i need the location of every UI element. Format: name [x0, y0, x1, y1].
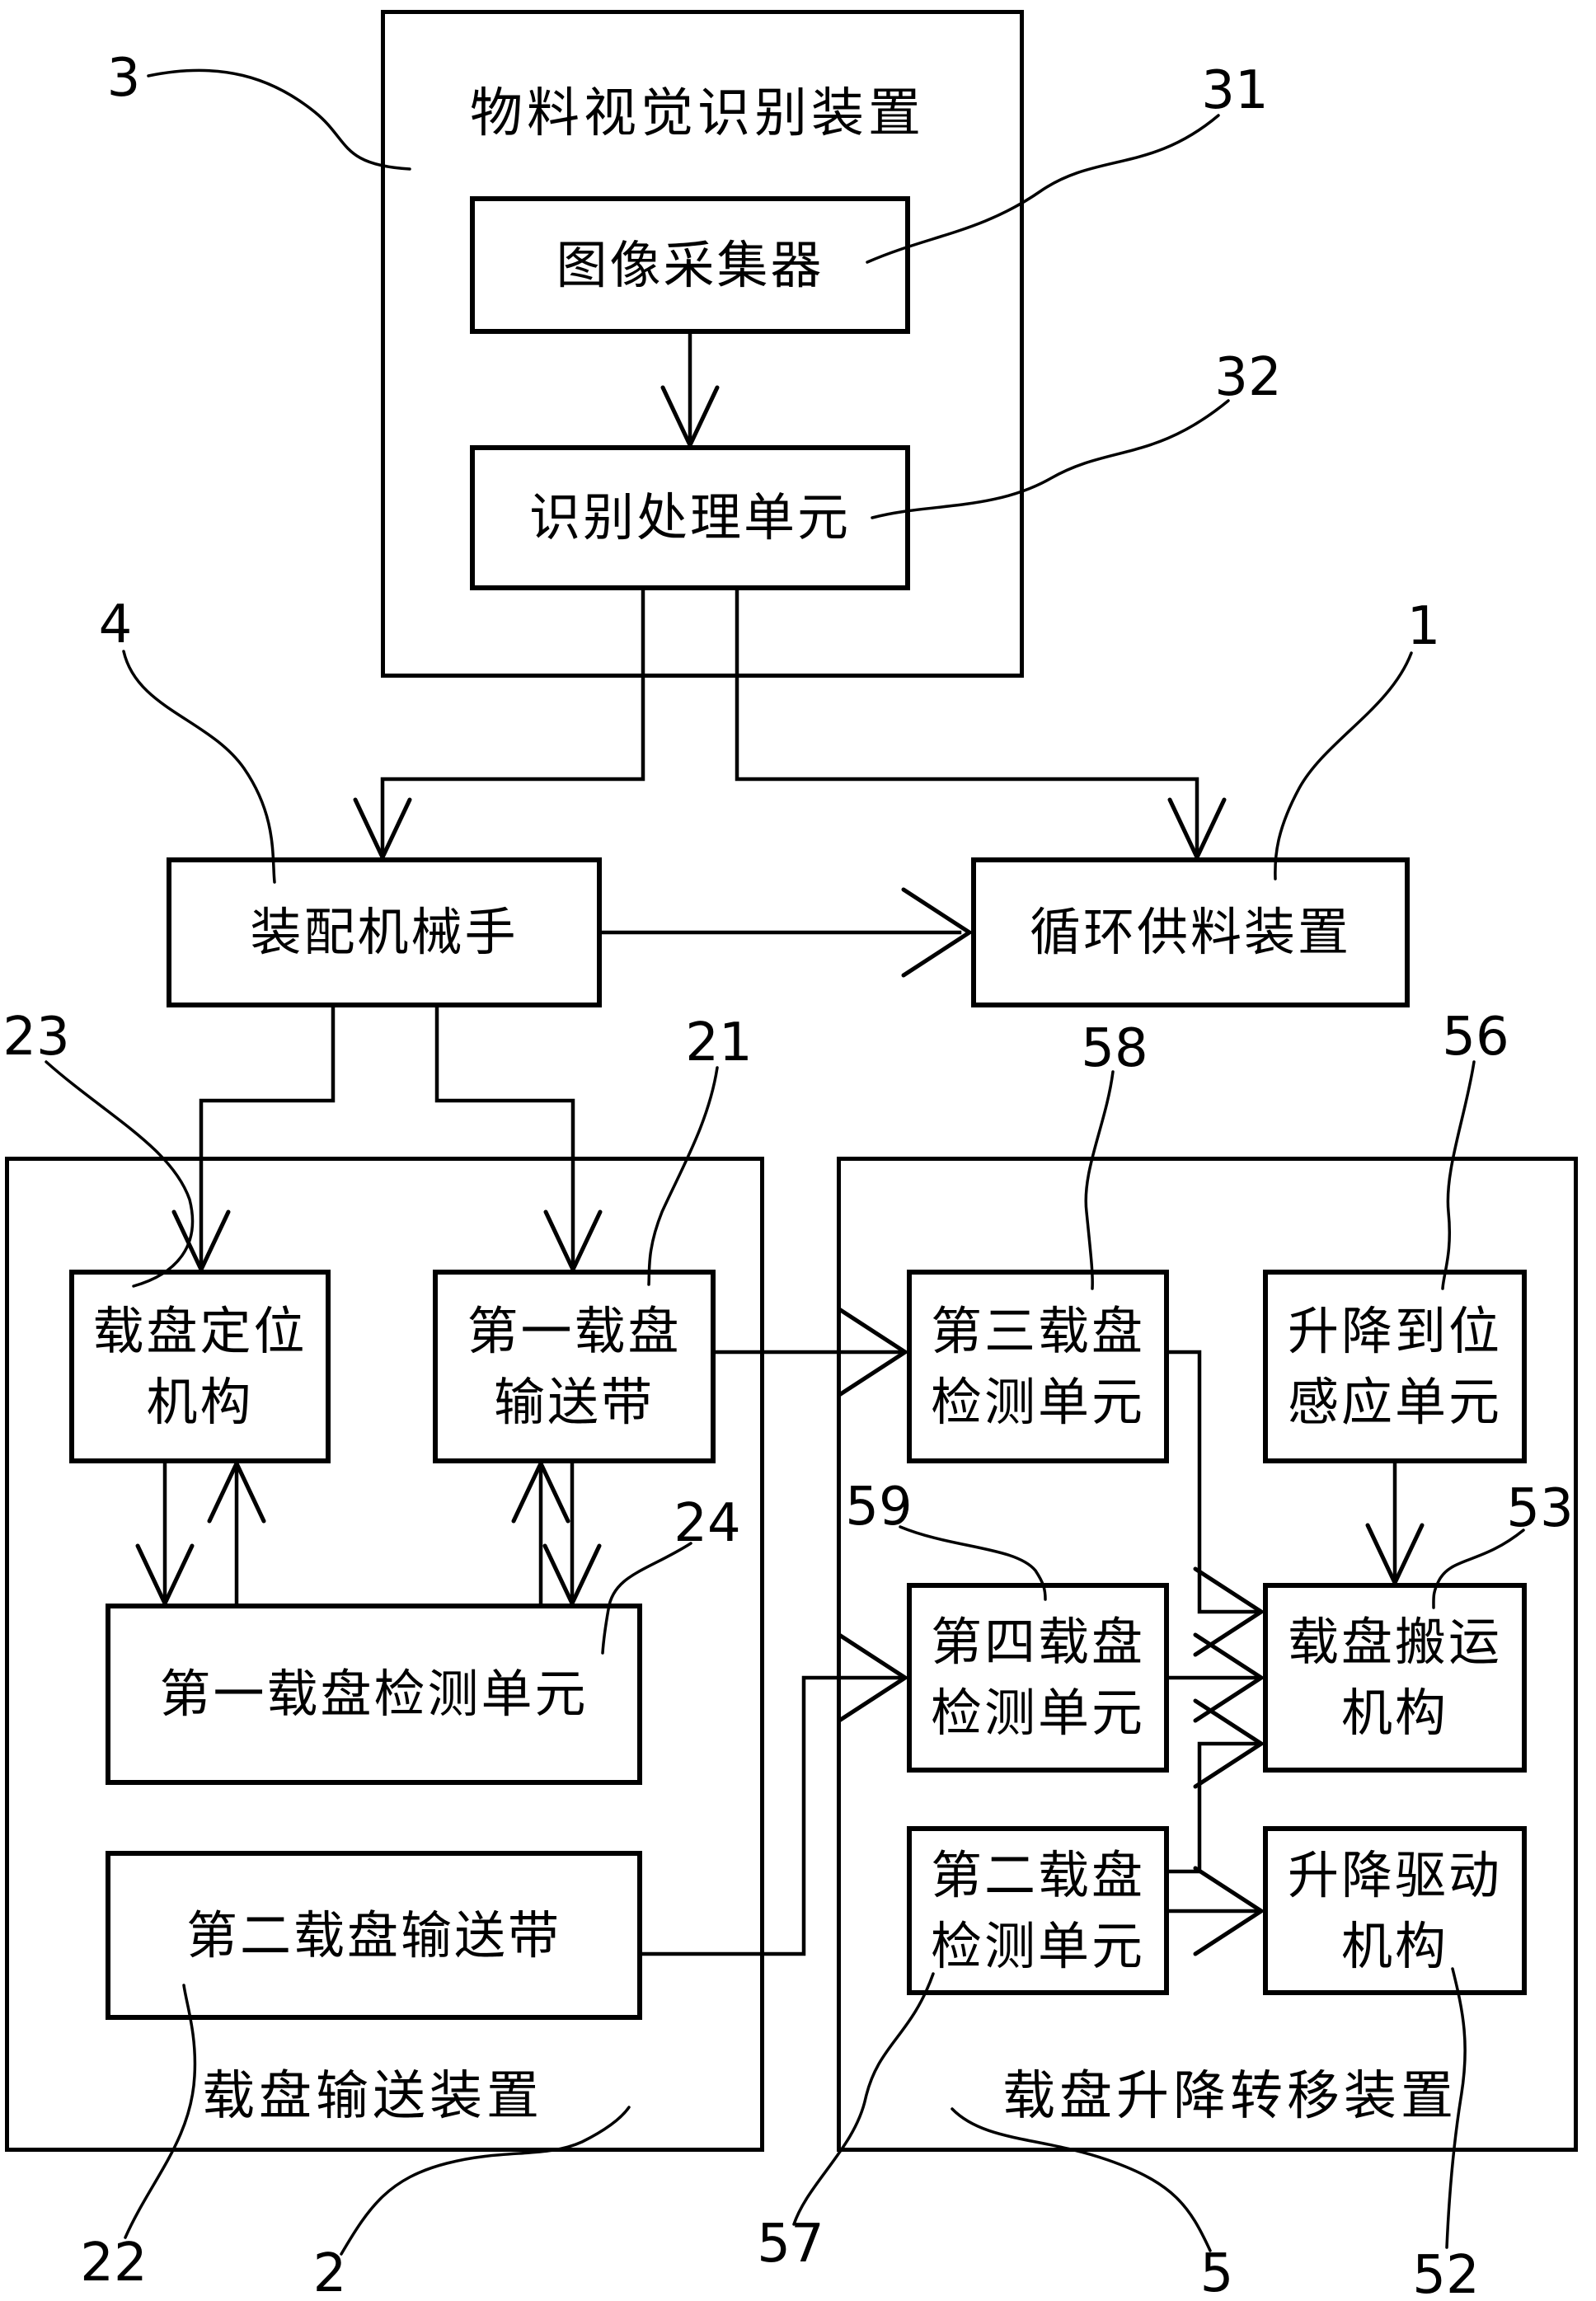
box-image-collector: 图像采集器 [470, 196, 910, 334]
leader-ref-58 [1084, 1070, 1115, 1290]
box-assembly-robot: 装配机械手 [167, 857, 602, 1007]
leader-ref-2 [340, 2106, 631, 2256]
arrowhead-up-traypositioning-bottom [207, 1458, 266, 1524]
box-tray-carrier: 载盘搬运 机构 [1263, 1583, 1527, 1773]
leader-ref-5 [951, 2107, 1212, 2252]
ref-label-21: 21 [685, 1012, 753, 1073]
connector-robot-to-traypositioning [199, 1005, 336, 1267]
arrowhead-right-carrier-a [1193, 1566, 1265, 1657]
box-tray-conveyor-group [5, 1157, 764, 2152]
leader-ref-31 [866, 114, 1220, 264]
connector-recognition-to-feeder [735, 588, 1199, 855]
connector-seconddetect-to-carrier [1166, 1741, 1259, 1874]
arrowhead-up-firstbelt-bottom [511, 1458, 570, 1524]
ref-label-22: 22 [80, 2233, 148, 2294]
leader-ref-24 [601, 1542, 692, 1655]
ref-label-58: 58 [1081, 1018, 1148, 1079]
leader-ref-21 [647, 1066, 719, 1286]
leader-ref-1 [1274, 651, 1413, 880]
ref-label-57: 57 [757, 2214, 824, 2275]
arrowhead-right-feeder [901, 887, 974, 978]
box-vision-device-group [381, 10, 1024, 678]
ref-label-1: 1 [1406, 596, 1441, 657]
leader-ref-32 [871, 399, 1230, 519]
leader-ref-53 [1432, 1529, 1525, 1609]
box-tray-positioning: 载盘定位 机构 [69, 1270, 331, 1463]
box-lift-inplace-sensor: 升降到位 感应单元 [1263, 1270, 1527, 1463]
box-second-tray-detect: 第二载盘 检测单元 [907, 1826, 1169, 1995]
box-third-tray-detect: 第三载盘 检测单元 [907, 1270, 1169, 1463]
ref-label-3: 3 [106, 48, 141, 109]
leader-ref-52 [1445, 1967, 1467, 2249]
box-tray-lift-group [837, 1157, 1578, 2152]
ref-label-32: 32 [1214, 347, 1282, 408]
ref-label-56: 56 [1442, 1007, 1509, 1068]
leader-ref-59 [899, 1525, 1047, 1601]
ref-label-4: 4 [98, 594, 133, 655]
leader-ref-22 [124, 1984, 197, 2239]
leader-ref-4 [122, 650, 276, 884]
vision-device-title: 物料视觉识别装置 [470, 83, 925, 144]
leader-ref-56 [1441, 1060, 1476, 1290]
connector-secondbelt-to-fourthdetect [640, 1675, 903, 1956]
arrowhead-right-carrier-b [1193, 1632, 1265, 1723]
box-fourth-tray-detect: 第四载盘 检测单元 [907, 1583, 1169, 1773]
box-lift-drive: 升降驱动 机构 [1263, 1826, 1527, 1995]
box-cycle-feeder: 循环供料装置 [971, 857, 1410, 1007]
arrowhead-right-liftdrive [1193, 1866, 1265, 1956]
ref-label-31: 31 [1201, 60, 1269, 121]
leader-ref-57 [792, 1972, 935, 2226]
tray-conveyor-group-title: 载盘输送装置 [202, 2066, 543, 2127]
arrowhead-right-thirddetect [837, 1307, 909, 1397]
box-first-tray-detect: 第一载盘检测单元 [106, 1604, 642, 1785]
box-recognition-unit: 识别处理单元 [470, 445, 910, 590]
connector-robot-to-firstbelt [434, 1005, 575, 1267]
leader-ref-23 [45, 1060, 195, 1288]
arrowhead-right-fourthdetect [837, 1632, 909, 1723]
ref-label-2: 2 [312, 2243, 347, 2301]
ref-label-24: 24 [674, 1493, 741, 1554]
ref-label-52: 52 [1412, 2245, 1480, 2301]
ref-label-59: 59 [845, 1477, 913, 1538]
ref-label-5: 5 [1199, 2243, 1234, 2301]
box-first-tray-belt: 第一载盘 输送带 [433, 1270, 716, 1463]
box-second-tray-belt: 第二载盘输送带 [106, 1851, 642, 2020]
arrowhead-right-carrier-c [1193, 1698, 1265, 1789]
connector-thirddetect-to-carrier [1166, 1350, 1259, 1614]
ref-label-53: 53 [1506, 1478, 1574, 1539]
leader-ref-3 [147, 68, 411, 171]
connector-recognition-to-robot [380, 588, 645, 855]
ref-label-23: 23 [2, 1007, 70, 1068]
tray-lift-group-title: 载盘升降转移装置 [1002, 2066, 1458, 2127]
